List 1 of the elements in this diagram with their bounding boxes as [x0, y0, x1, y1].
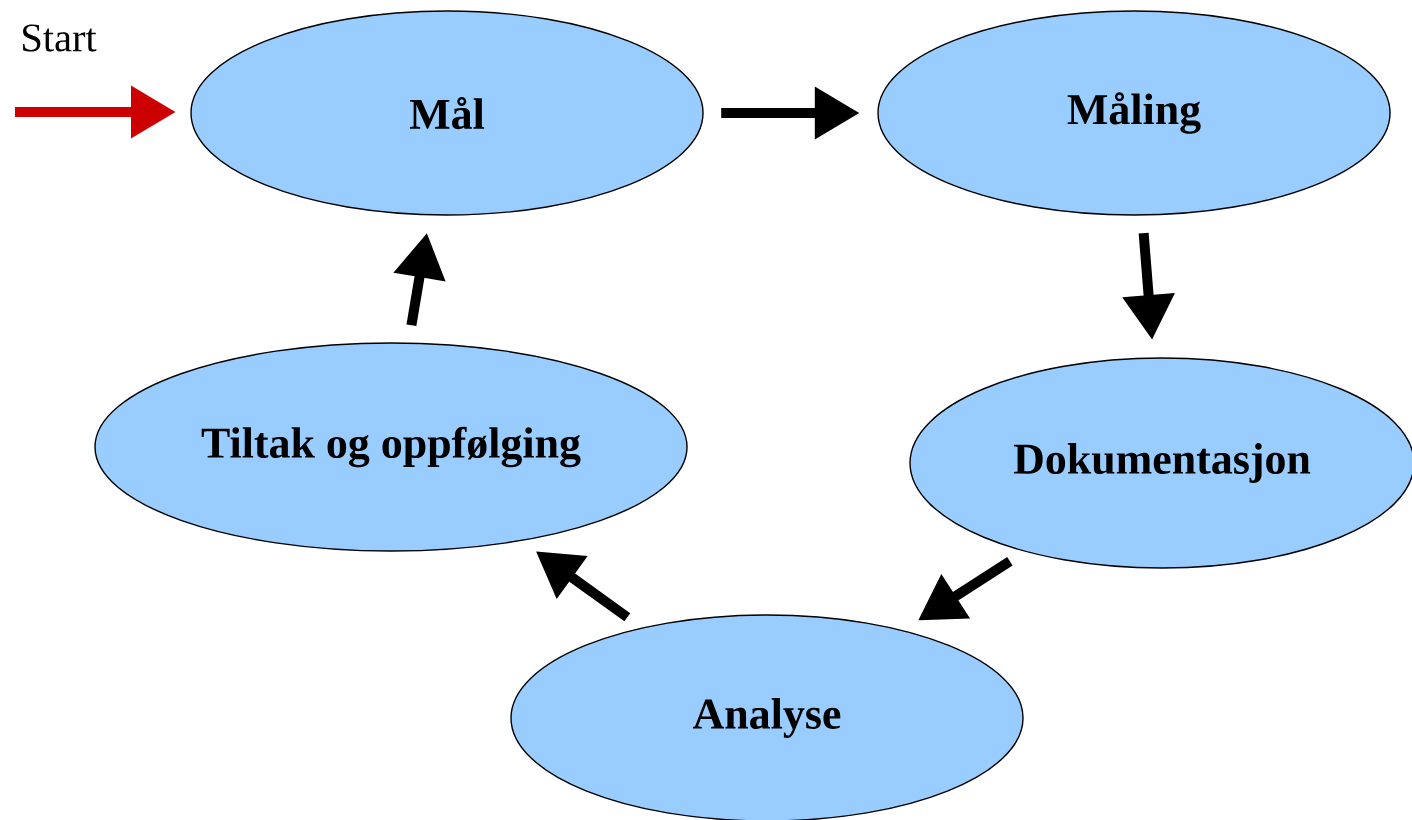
- start-label: Start: [23, 24, 97, 52]
